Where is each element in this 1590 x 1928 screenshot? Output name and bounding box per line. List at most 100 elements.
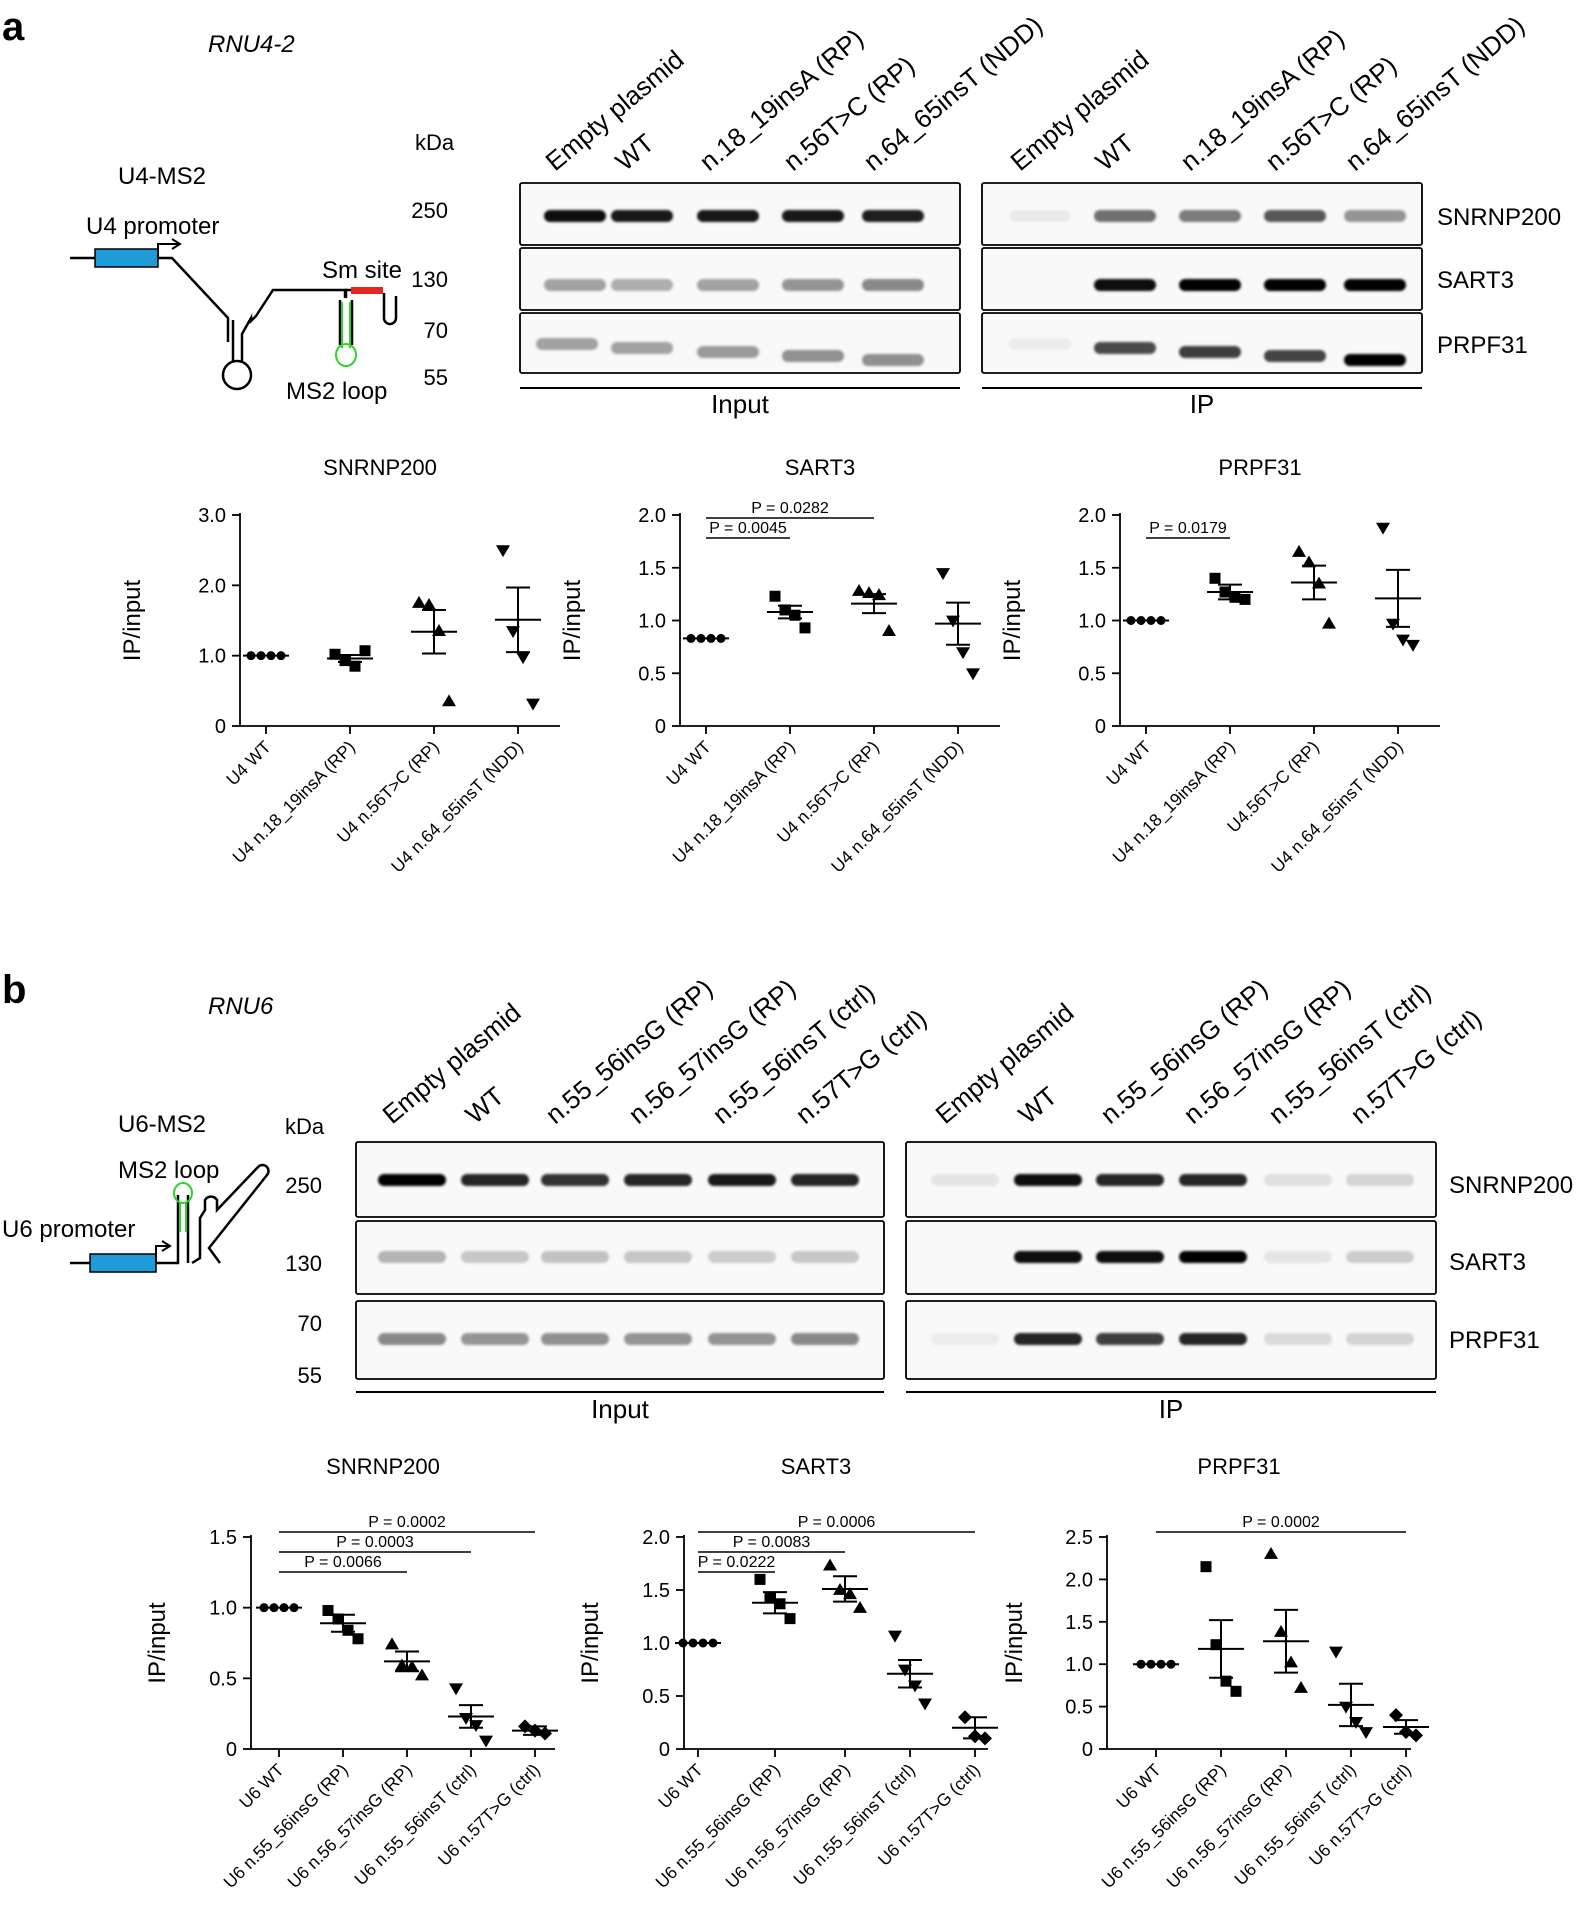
p-value-label: P = 0.0222 (698, 1554, 776, 1571)
construct-diagram-a: U4-MS2 U4 promoter Sm site MS2 loop (70, 163, 402, 405)
blot-band (1179, 1174, 1247, 1186)
y-tick-label: 0 (659, 1739, 670, 1761)
data-point (1230, 1685, 1242, 1697)
y-tick-label: 1.0 (1078, 611, 1106, 633)
p-value-label: P = 0.0006 (798, 1514, 876, 1531)
data-point (385, 1637, 399, 1650)
data-point (422, 598, 436, 610)
marker-3: 55 (298, 1363, 322, 1388)
blot-band (1096, 1333, 1164, 1345)
data-point (1284, 1655, 1298, 1668)
blot-band (697, 210, 759, 222)
data-point (882, 624, 896, 636)
y-tick-label: 3.0 (198, 505, 226, 527)
blot-band (624, 1333, 692, 1345)
y-tick-label: 1.5 (1065, 1612, 1093, 1634)
blot-band (461, 1251, 529, 1263)
data-point (496, 545, 510, 558)
x-tick-label: U4 WT (222, 736, 275, 789)
p-value-label: P = 0.0002 (368, 1514, 446, 1531)
y-axis-label: IP/input (119, 579, 146, 661)
promoter-label: U4 promoter (86, 213, 219, 240)
data-point (754, 1573, 766, 1585)
y-tick-label: 0.5 (1065, 1697, 1093, 1719)
blot-band (1094, 210, 1156, 222)
blot-band (1344, 279, 1406, 291)
blot-band (862, 210, 924, 222)
protein-label-1: SART3 (1449, 1249, 1526, 1276)
data-point (1274, 1624, 1288, 1637)
chart-title: SNRNP200 (326, 1454, 440, 1479)
y-tick-label: 0 (1095, 716, 1106, 738)
data-point (415, 1668, 429, 1681)
y-tick-label: 2.5 (1065, 1527, 1093, 1549)
construct-title: U4-MS2 (118, 163, 206, 190)
y-axis-label: IP/input (144, 1602, 171, 1684)
marker-2: 70 (298, 1311, 322, 1336)
blot-band (697, 279, 759, 291)
y-tick-label: 1.5 (1078, 558, 1106, 580)
blot-band (1264, 1251, 1332, 1263)
blot-band (1096, 1174, 1164, 1186)
blot-band (611, 279, 673, 291)
data-point (789, 609, 801, 621)
blot-box-in-1 (355, 1220, 885, 1295)
blot-box-ip-0 (905, 1141, 1437, 1218)
chart-title: SNRNP200 (323, 455, 437, 480)
data-point (1389, 1708, 1403, 1723)
x-tick-label: U6 n.56_57insG (RP) (283, 1760, 416, 1893)
data-point (779, 604, 791, 616)
data-point (784, 1613, 796, 1625)
data-point (1210, 1639, 1222, 1651)
blot-band (1346, 1174, 1414, 1186)
data-point (799, 622, 811, 634)
blot-band (461, 1333, 529, 1345)
blot-band (544, 279, 606, 291)
blot-band (862, 354, 924, 366)
panel-label-a: a (2, 5, 25, 49)
y-tick-label: 1.0 (638, 611, 666, 633)
construct-title-b: U6-MS2 (118, 1111, 206, 1138)
data-point (956, 647, 970, 660)
data-point (339, 655, 351, 667)
blot-band (378, 1174, 446, 1186)
blot-box-in-0 (355, 1141, 885, 1218)
blot-box-in-2 (355, 1300, 885, 1380)
blot-band (862, 279, 924, 291)
blot-band (1179, 346, 1241, 358)
blot-band (1264, 279, 1326, 291)
blot-band (1346, 1251, 1414, 1263)
data-point (1229, 591, 1241, 603)
blot-band (1094, 279, 1156, 291)
data-point (526, 698, 540, 711)
blot-band (1264, 1333, 1332, 1345)
marker-3: 55 (424, 365, 448, 390)
marker-2: 70 (424, 318, 448, 343)
x-tick-label: U6 n.55_56insT (ctrl) (789, 1760, 919, 1890)
group-label-in: Input (711, 389, 770, 419)
data-point (898, 1664, 912, 1677)
blot-band (782, 210, 844, 222)
marker-0: 250 (285, 1173, 322, 1198)
blot-band (791, 1251, 859, 1263)
blot-band (931, 1174, 999, 1186)
data-point (432, 624, 446, 636)
protein-label-0: SNRNP200 (1437, 204, 1561, 231)
blot-band (541, 1251, 609, 1263)
y-tick-label: 1.0 (198, 646, 226, 668)
data-point (1294, 1680, 1308, 1693)
data-point (1409, 1728, 1423, 1743)
x-tick-label: U6 n.56_57insG (RP) (721, 1760, 854, 1893)
data-point (538, 1726, 552, 1741)
lane-label-in-0: Empty plasmid (377, 997, 527, 1130)
sm-site-label: Sm site (322, 257, 402, 284)
blot-band (544, 210, 606, 222)
data-point (769, 590, 781, 602)
promoter-label-b: U6 promoter (2, 1216, 135, 1243)
blot-band (1179, 279, 1241, 291)
blot-band (1014, 1251, 1082, 1263)
